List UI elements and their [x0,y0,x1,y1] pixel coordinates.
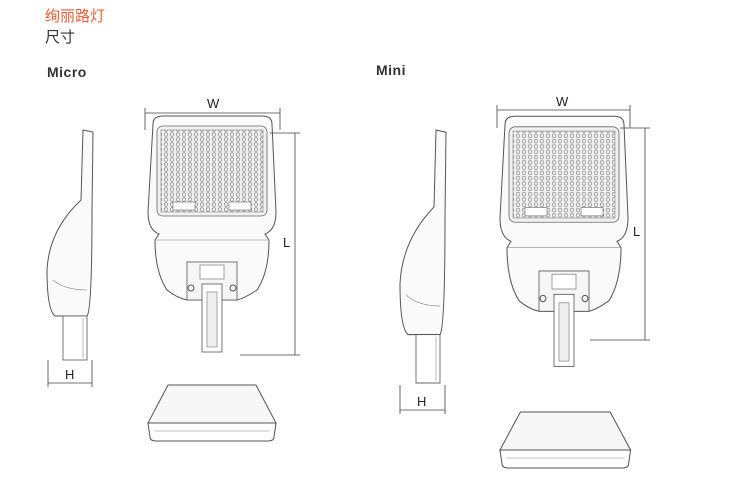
mini-dimension-lines [399,105,650,414]
page-subtitle: 尺寸 [45,28,76,46]
mini-bottom-view [499,411,632,469]
micro-bottom-view [147,384,277,442]
page-title: 绚丽路灯 [45,7,106,25]
mini-side-view [399,129,447,384]
micro-side-view [46,129,94,361]
micro-front-view [147,115,277,353]
model-label-micro: Micro [47,64,87,80]
micro-length-label: L [283,235,290,250]
micro-height-label: H [65,367,74,382]
mini-front-view [499,115,629,367]
mini-height-label: H [417,394,426,409]
micro-dimension-lines [47,108,300,387]
mini-length-label: L [633,224,640,239]
mini-width-label: W [556,94,569,109]
micro-width-label: W [207,96,220,111]
model-label-mini: Mini [376,62,406,78]
